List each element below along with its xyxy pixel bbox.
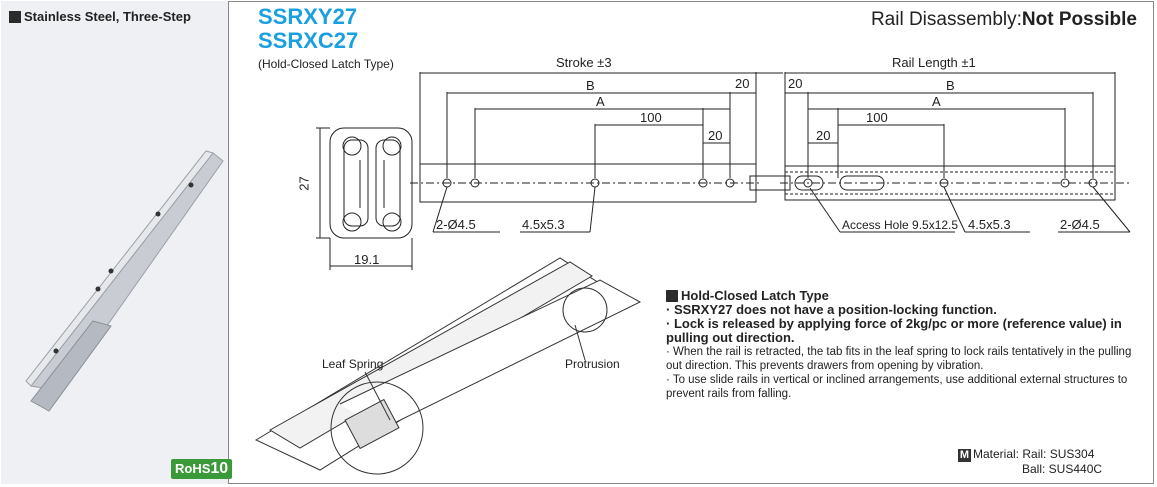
dim-b-left: B <box>586 78 595 93</box>
dim-rail-length: Rail Length ±1 <box>892 55 976 70</box>
dim-20-right: 20 <box>816 128 831 143</box>
right-rail <box>780 165 1130 201</box>
dim-20-top-right: 20 <box>788 76 803 91</box>
slide-rail-photo <box>25 150 224 412</box>
product-photo-panel: Stainless Steel, Three-Step RoHS10 <box>1 1 233 484</box>
dim-20-left: 20 <box>708 128 723 143</box>
square-bullet-icon <box>666 290 678 302</box>
dim-20-top-left: 20 <box>735 76 750 91</box>
dim-100-left: 100 <box>640 110 662 125</box>
latch-isometric-view <box>254 257 642 475</box>
label-access-hole: Access Hole 9.5x12.5 <box>842 218 959 232</box>
dim-a-right: A <box>932 94 941 109</box>
note-bold-1: · SSRXY27 does not have a position-locki… <box>666 302 997 317</box>
panel-heading: Stainless Steel, Three-Step <box>9 9 191 24</box>
callout-leaf-spring: Leaf Spring <box>322 357 384 371</box>
dimension-lines <box>419 72 1131 233</box>
note-bold-2: · Lock is released by applying force of … <box>666 316 1122 345</box>
subtitle: (Hold-Closed Latch Type) <box>258 57 394 71</box>
label-slot-right: 4.5x5.3 <box>968 217 1011 232</box>
note-small-2: · To use slide rails in vertical or incl… <box>666 374 1128 400</box>
dim-stroke: Stroke ±3 <box>556 55 612 70</box>
label-hole-right: 2-Ø4.5 <box>1060 217 1100 232</box>
dim-19-1: 19.1 <box>354 252 380 267</box>
material-badge: M <box>958 449 971 462</box>
square-bullet-icon <box>9 10 21 23</box>
heading-text: Stainless Steel, Three-Step <box>24 9 191 24</box>
material-rail: Material: Rail: SUS304 <box>973 447 1095 461</box>
note-small-1: · When the rail is retracted, the tab fi… <box>666 346 1132 372</box>
disassembly-info: Rail Disassembly:Not Possible <box>870 9 1137 30</box>
label-slot-left: 4.5x5.3 <box>522 217 565 232</box>
dim-b-right: B <box>946 78 955 93</box>
dim-27: 27 <box>296 176 312 191</box>
model-ssrxc27: SSRXC27 <box>258 28 359 53</box>
cross-section-view <box>316 127 413 270</box>
dim-100-right: 100 <box>866 110 888 125</box>
left-rail <box>410 163 791 203</box>
material-ball: Ball: SUS440C <box>1022 462 1103 476</box>
notes-section: Hold-Closed Latch Type · SSRXY27 does no… <box>666 289 1146 401</box>
rohs-badge: RoHS10 <box>171 459 233 479</box>
label-hole-left: 2-Ø4.5 <box>436 217 476 232</box>
model-ssrxy27: SSRXY27 <box>258 4 358 29</box>
dim-a-left: A <box>596 94 605 109</box>
notes-heading: Hold-Closed Latch Type <box>666 289 1146 303</box>
callout-protrusion: Protrusion <box>565 357 620 371</box>
